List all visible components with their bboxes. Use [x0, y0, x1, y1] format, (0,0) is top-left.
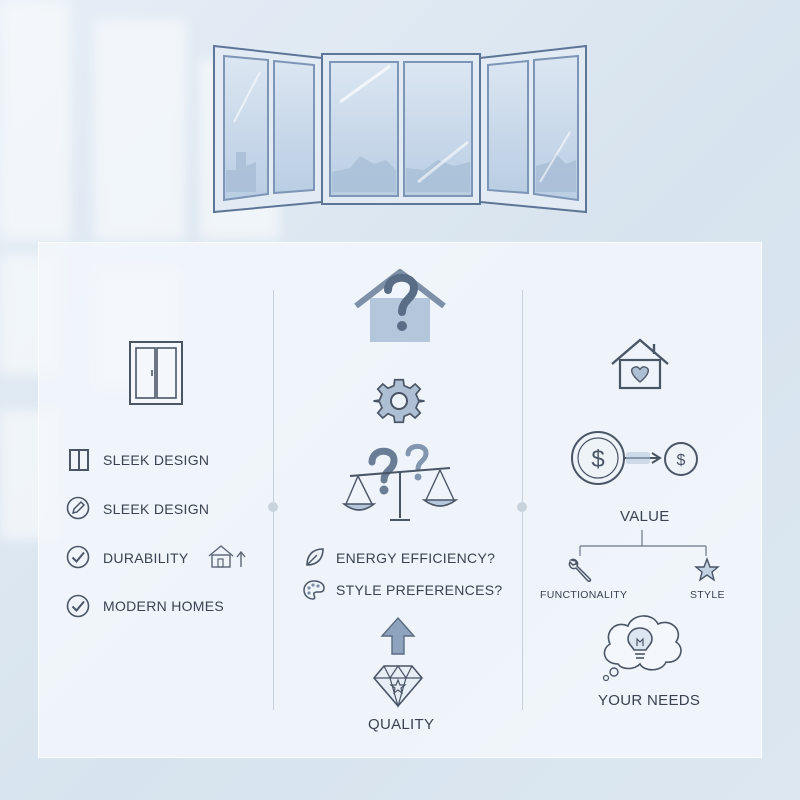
branch-label: STYLE: [690, 589, 725, 601]
leaf-icon: [304, 546, 326, 568]
dollar-symbol: $: [591, 446, 604, 473]
pencil-icon: [66, 496, 90, 520]
window-icon: [68, 448, 90, 472]
feature-label: MODERN HOMES: [103, 598, 225, 614]
money-exchange-icon: $ $: [568, 428, 702, 488]
column-divider: [273, 290, 274, 710]
your-needs-label: YOUR NEEDS: [598, 692, 701, 709]
check-circle-icon: [66, 545, 90, 569]
quality-label: QUALITY: [368, 716, 435, 733]
divider-dot: [517, 502, 527, 512]
question-label: STYLE PREFERENCES?: [336, 582, 503, 598]
feature-label: SLEEK DESIGN: [103, 452, 210, 468]
house-arrow-icon: [206, 543, 246, 569]
value-label: VALUE: [620, 508, 670, 525]
feature-label: DURABILITY: [103, 550, 189, 566]
house-heart-icon: [608, 336, 672, 392]
arrow-up-icon: [380, 616, 416, 656]
star-icon: [694, 557, 720, 583]
thought-bulb-icon: [596, 606, 688, 682]
light-streak: [95, 20, 185, 240]
diamond-icon: [372, 664, 424, 708]
gear-icon: [372, 374, 426, 428]
question-label: ENERGY EFFICIENCY?: [336, 550, 496, 566]
house-question-icon: [352, 262, 448, 344]
check-circle-icon: [66, 594, 90, 618]
double-door-icon: [128, 340, 184, 406]
wrench-icon: [568, 557, 594, 583]
dollar-symbol: $: [677, 452, 686, 469]
bay-window-illustration: [210, 42, 590, 218]
column-divider: [522, 290, 523, 710]
value-branch-lines: [570, 530, 710, 558]
light-streak: [0, 0, 70, 240]
branch-label: FUNCTIONALITY: [540, 589, 628, 601]
scale-question-icon: [340, 440, 460, 524]
palette-icon: [302, 579, 326, 601]
feature-label: SLEEK DESIGN: [103, 501, 210, 517]
divider-dot: [268, 502, 278, 512]
